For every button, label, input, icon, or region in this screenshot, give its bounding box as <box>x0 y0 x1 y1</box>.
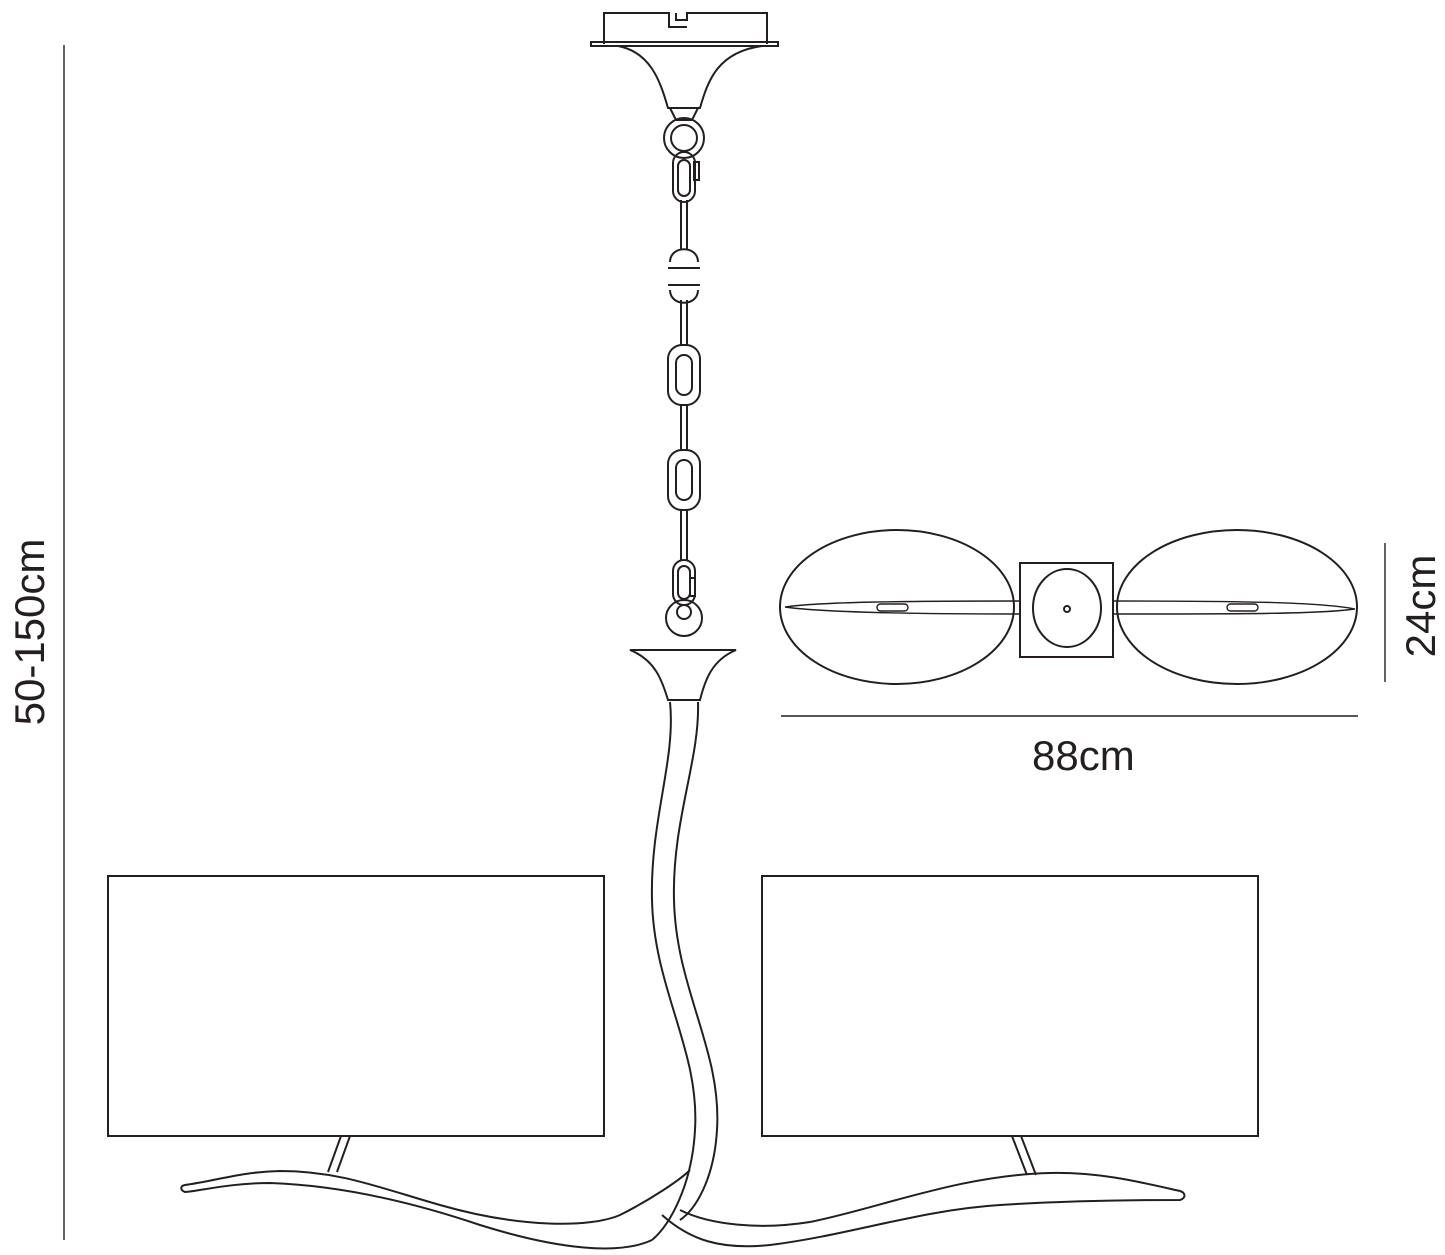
left-shade-support <box>327 1135 351 1173</box>
height-label: 50-150cm <box>6 538 53 726</box>
left-arm <box>180 1169 691 1250</box>
chain <box>663 117 705 637</box>
top-view <box>779 529 1358 685</box>
left-shade <box>107 875 605 1137</box>
depth-label: 24cm <box>1397 554 1444 658</box>
right-arm <box>661 1171 1186 1248</box>
stem-cup <box>629 649 737 701</box>
right-shade <box>761 875 1259 1137</box>
ceiling-plate <box>590 12 779 121</box>
width-label: 88cm <box>1032 732 1135 779</box>
lamp-stem <box>650 701 719 1241</box>
right-shade-support <box>1011 1135 1037 1176</box>
